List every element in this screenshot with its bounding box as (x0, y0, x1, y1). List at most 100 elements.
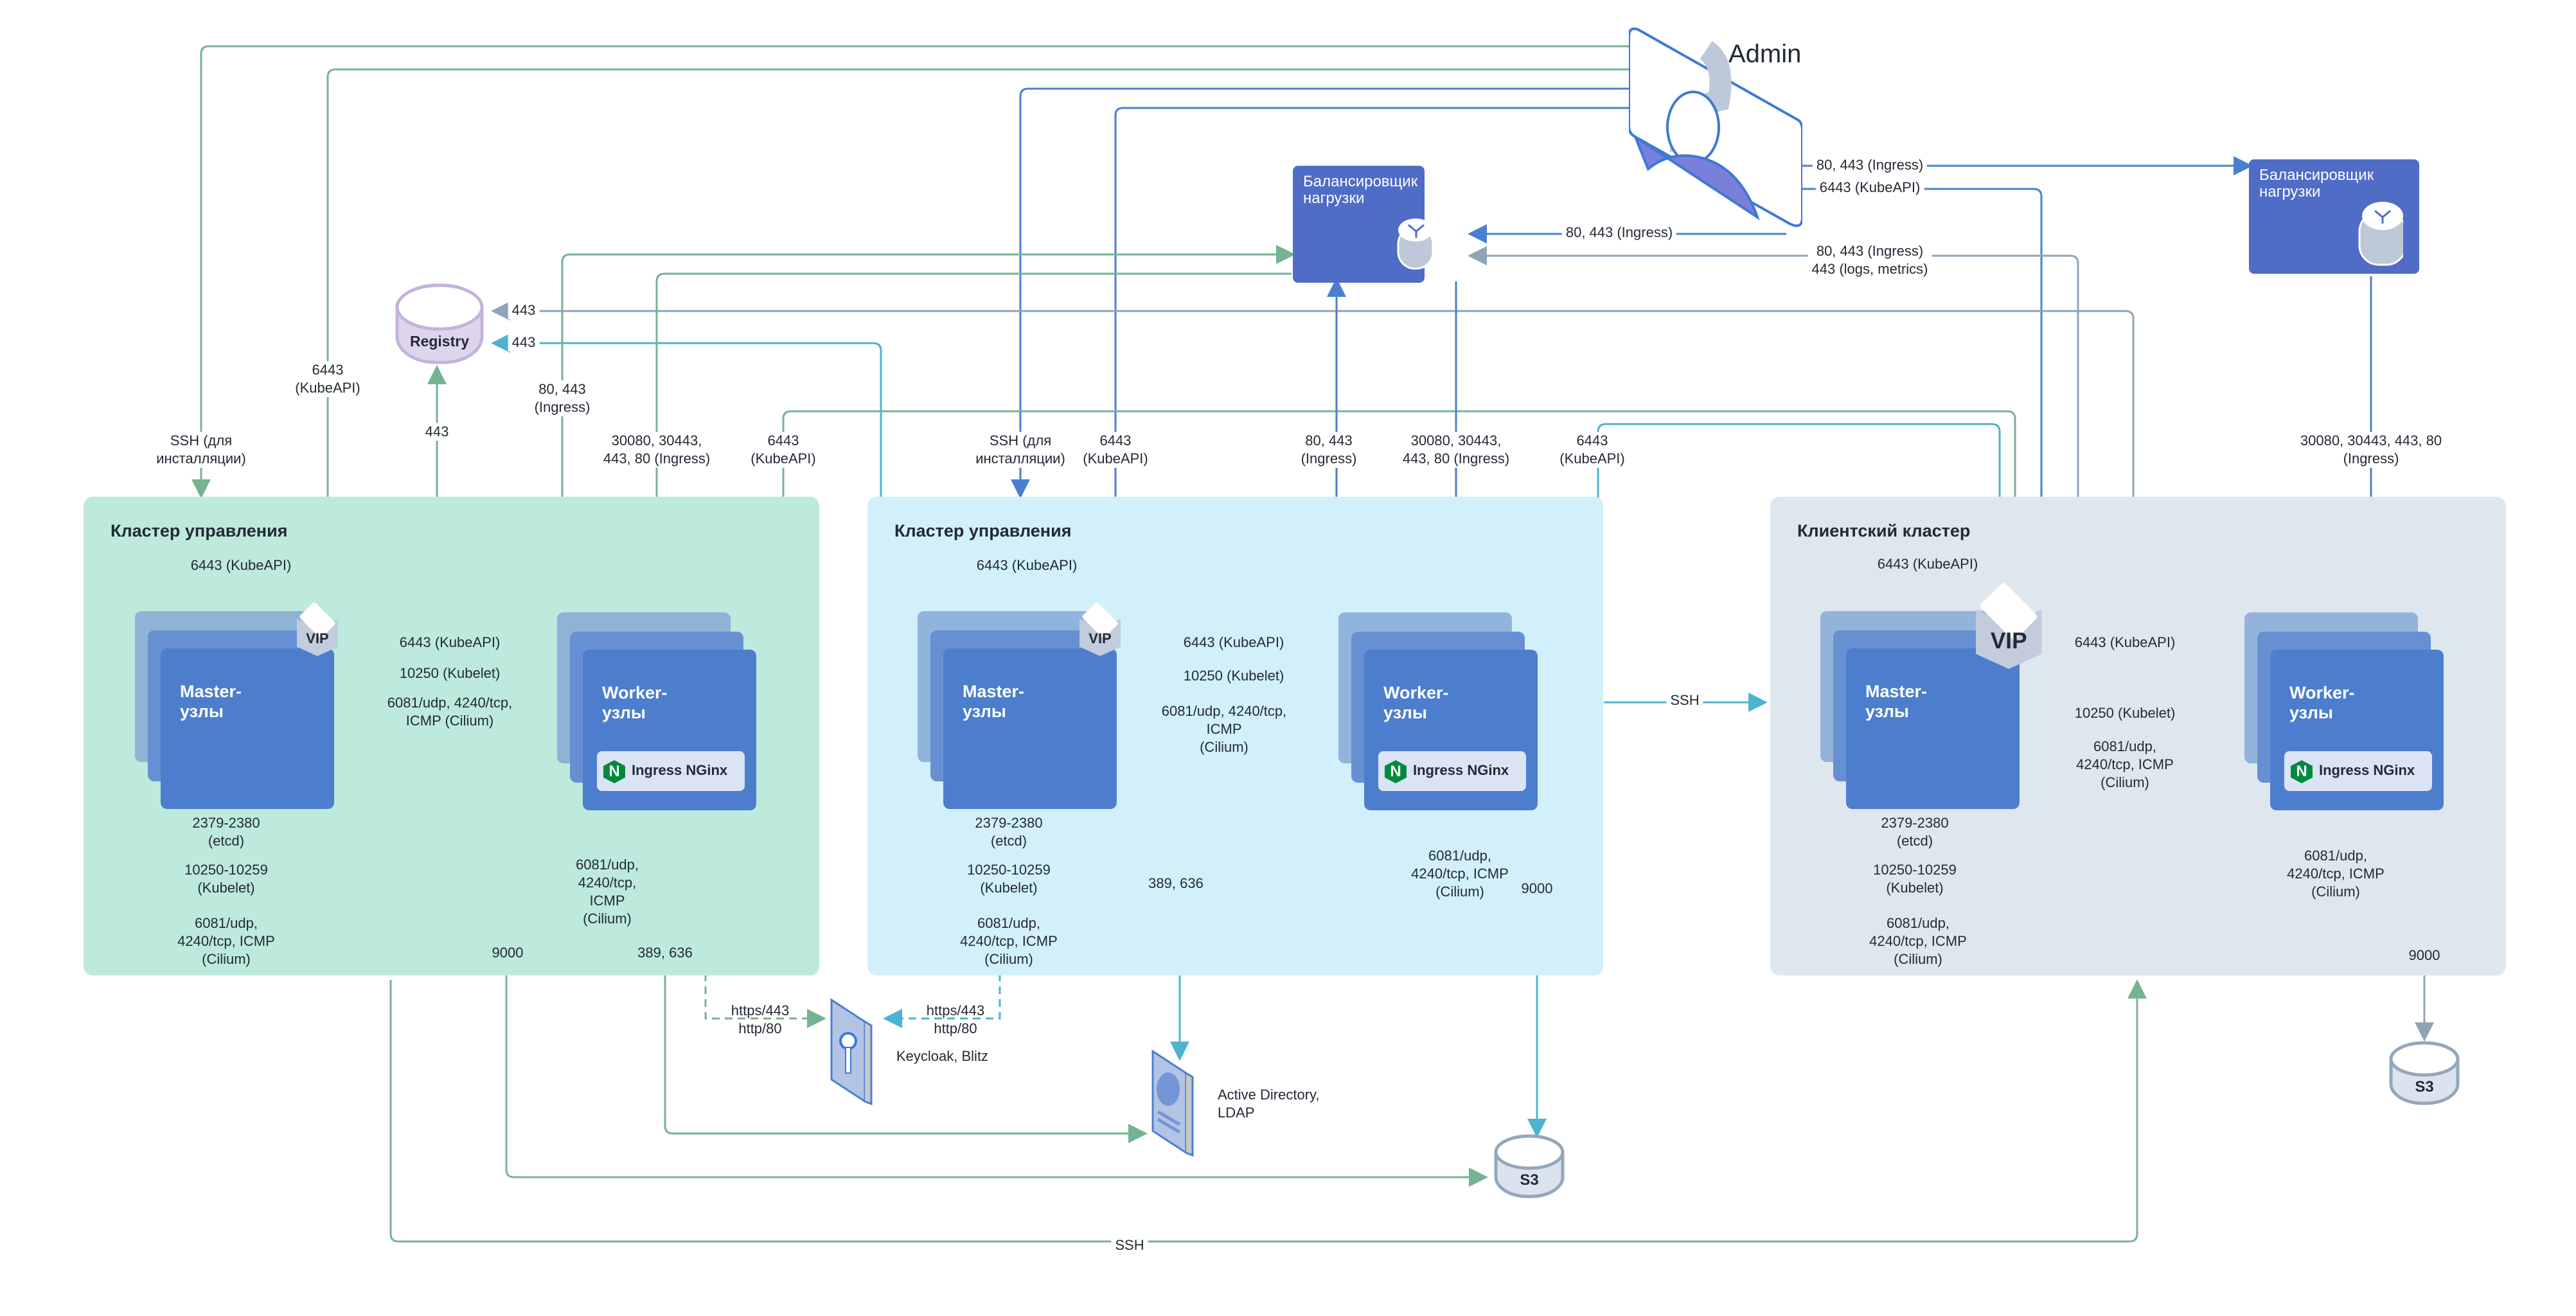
wire-middle-keycloak (883, 974, 1001, 1028)
wire-left-ad (664, 803, 1148, 1143)
keycloak-label: Keycloak, Blitz (896, 1048, 989, 1064)
link-label: 10250 (Kubelet) (2070, 704, 2180, 722)
admin-label: Admin (1728, 40, 1802, 68)
link-label: 6443 (KubeAPI) (972, 556, 1081, 574)
keycloak[interactable] (829, 996, 874, 1106)
wire-admin-kubeapi-2 (1106, 107, 1632, 614)
wire-lb-left-workers (647, 272, 1292, 618)
link-label: 80, 443 (Ingress) (1561, 224, 1677, 242)
ingress-label: Ingress NGinx (2319, 762, 2415, 778)
ad-ldap-label: Active Directory, LDAP (1218, 1087, 1320, 1121)
vip[interactable]: VIP (1079, 601, 1121, 656)
cluster-management-2: Кластер управления Master-узлы VIP Worke… (867, 497, 1603, 975)
ingress-label: Ingress NGinx (1413, 762, 1509, 778)
link-label: 9000 (2404, 947, 2444, 965)
registry[interactable]: Registry (395, 283, 484, 366)
link-label: 6081/udp, 4240/tcp, ICMP (Cilium) (383, 694, 517, 730)
link-label: SSH (1666, 691, 1703, 709)
ingress-nginx[interactable]: N Ingress NGinx (597, 751, 745, 791)
link-label: 6081/udp, 4240/tcp, ICMP (Cilium) (1157, 702, 1291, 756)
link-label: SSH (для инсталляции) (152, 432, 250, 468)
link-label: https/443 http/80 (926, 1002, 985, 1036)
nginx-icon: N (603, 760, 625, 783)
cluster-management-1: Кластер управления Master-узлы VIP Worke… (84, 497, 819, 975)
wire-client-registry (491, 301, 2135, 498)
link-label: 2379-2380 (etcd) (188, 814, 264, 850)
load-balancer-icon (2358, 202, 2403, 266)
link-label: 80, 443 (Ingress) (530, 380, 594, 416)
wire-middle-registry (491, 333, 882, 498)
s3-icon (1494, 1134, 1565, 1198)
ingress-nginx[interactable]: N Ingress NGinx (1378, 751, 1526, 791)
link-label: 6081/udp, 4240/tcp, ICMP (Cilium) (956, 914, 1061, 968)
link-label: 30080, 30443, 443, 80 (Ingress) (2296, 432, 2446, 468)
s3-right[interactable]: S3 (2389, 1041, 2460, 1105)
link-label: SSH (1111, 1236, 1148, 1254)
nginx-icon: N (1385, 760, 1407, 783)
load-balancer-icon (1397, 218, 1434, 270)
link-label: 6443 (KubeAPI) (1179, 634, 1288, 652)
master-nodes-label: Master-узлы (963, 682, 1025, 721)
cluster-title: Клиентский кластер (1797, 521, 1971, 540)
link-label: 80, 443 (Ingress) (1297, 432, 1361, 468)
active-directory[interactable] (1150, 1047, 1195, 1157)
link-label: 6443 (KubeAPI) (747, 432, 820, 468)
link-label: 6081/udp, 4240/tcp, ICMP (Cilium) (1865, 914, 1971, 968)
link-label: 10250 (Kubelet) (395, 664, 504, 682)
link-label: 6081/udp, 4240/tcp, ICMP (Cilium) (2072, 738, 2178, 792)
link-label: 6443 (KubeAPI) (395, 634, 504, 652)
link-label: 6443 (KubeAPI) (1815, 179, 1924, 197)
link-label: 6081/udp, 4240/tcp, ICMP (Cilium) (1407, 847, 1513, 901)
link-label: 6081/udp, 4240/tcp, ICMP (Cilium) (2283, 847, 2388, 901)
vip-label: VIP (1990, 628, 2027, 654)
link-label: 30080, 30443, 443, 80 (Ingress) (599, 432, 715, 468)
link-label: 10250-10259 (Kubelet) (963, 861, 1054, 897)
link-label: 389, 636 (1144, 875, 1207, 893)
link-label: 6443 (KubeAPI) (186, 556, 296, 574)
wire-left-client-vip (782, 410, 2025, 595)
directory-icon (1151, 1049, 1194, 1157)
link-label: 443 (421, 423, 453, 441)
link-label: 30080, 30443, 443, 80 (Ingress) (1398, 432, 1514, 468)
worker-nodes-label: Worker-узлы (602, 683, 668, 722)
wire-left-keycloak (704, 974, 826, 1028)
master-nodes-label: Master-узлы (180, 682, 242, 721)
s3-center[interactable]: S3 (1494, 1134, 1565, 1198)
vip[interactable]: VIP (297, 601, 338, 656)
link-label: 9000 (1517, 880, 1557, 898)
cluster-title: Кластер управления (894, 521, 1072, 540)
registry-icon (395, 283, 484, 364)
link-label: 389, 636 (634, 944, 697, 962)
link-label: 80, 443 (Ingress) (1812, 156, 1928, 174)
keycloak-icon (830, 998, 873, 1106)
master-nodes-label: Master-узлы (1865, 682, 1928, 721)
worker-nodes-label: Worker-узлы (2289, 683, 2355, 722)
registry-label: Registry (409, 333, 470, 350)
link-label: 2379-2380 (etcd) (1877, 814, 1953, 850)
wire-middle-client-vip (1597, 423, 2009, 589)
link-label: 9000 (488, 944, 528, 962)
s3-label: S3 (1520, 1171, 1539, 1189)
ingress-label: Ingress NGinx (632, 762, 728, 778)
wire-admin-kubeapi-1 (318, 68, 1632, 614)
link-label: 10250-10259 (Kubelet) (181, 861, 272, 897)
worker-nodes-label: Worker-узлы (1383, 683, 1449, 722)
wire-ssh-bottom (389, 979, 2147, 1243)
link-label: 6443 (KubeAPI) (1556, 432, 1629, 468)
cluster-title: Кластер управления (111, 521, 288, 540)
wire-client-lb-center (1468, 246, 2079, 498)
link-label: 6081/udp, 4240/tcp, ICMP (Cilium) (572, 856, 643, 928)
nginx-icon: N (2291, 760, 2313, 783)
vip[interactable]: VIP (1976, 582, 2042, 669)
link-label: 2379-2380 (etcd) (971, 814, 1047, 850)
link-label: 10250-10259 (Kubelet) (1869, 861, 1960, 897)
wire-admin-ssh-2 (1011, 87, 1632, 499)
link-label: SSH (для инсталляции) (972, 432, 1069, 468)
link-label: 6443 (KubeAPI) (1079, 432, 1152, 468)
link-label: https/443 http/80 (731, 1002, 790, 1036)
admin-icon (1628, 27, 1804, 227)
link-label: 6443 (KubeAPI) (1873, 555, 1982, 573)
ingress-nginx[interactable]: N Ingress NGinx (2284, 751, 2432, 791)
